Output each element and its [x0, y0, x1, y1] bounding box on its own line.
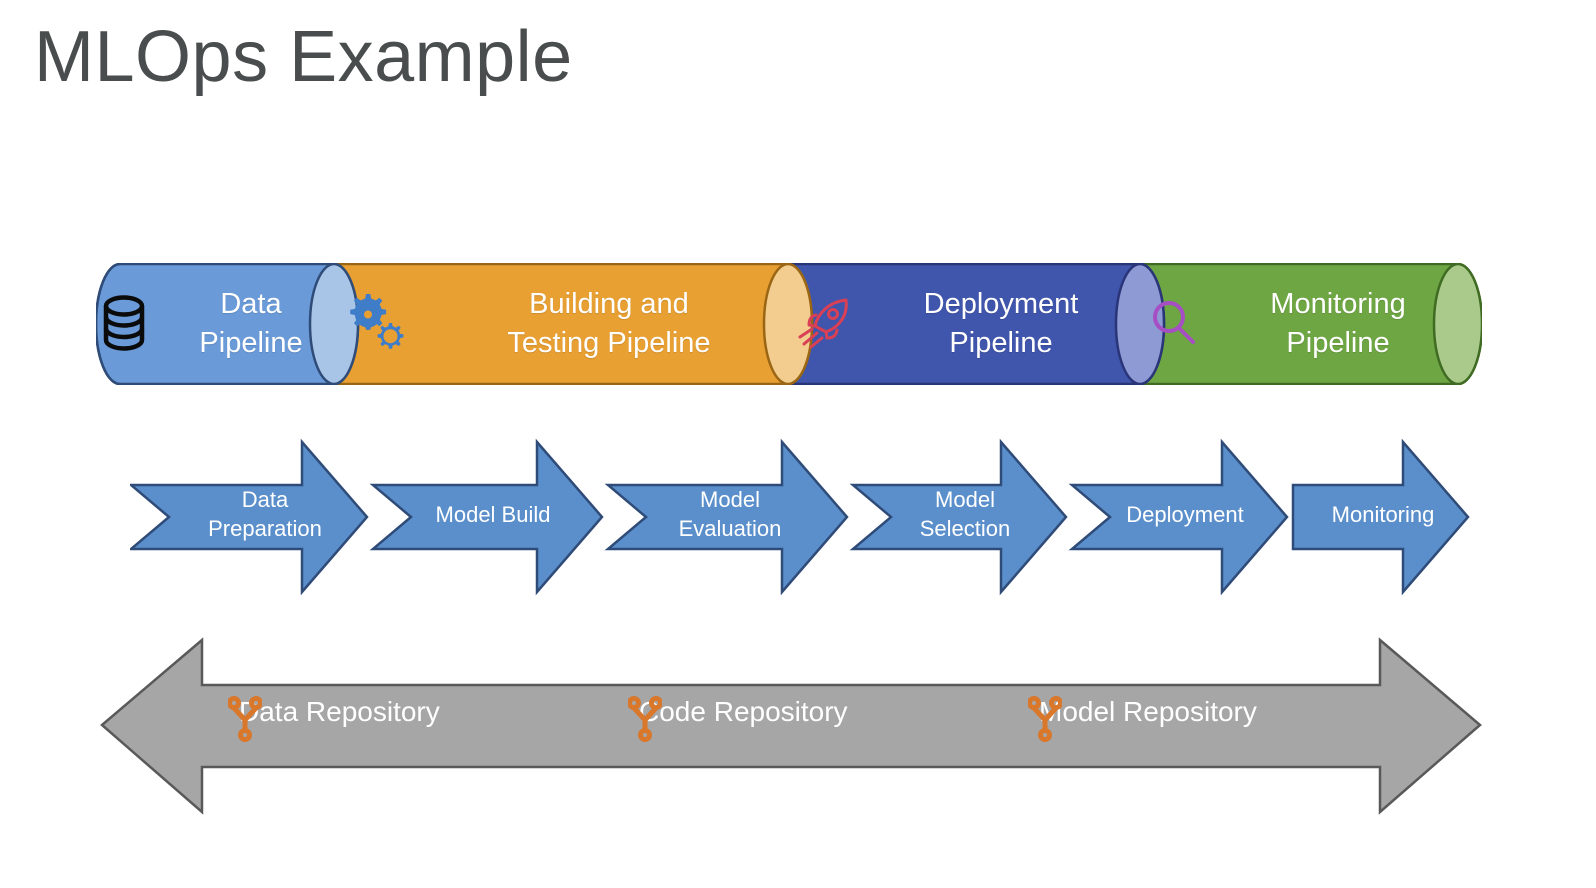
- pipeline-segment-deployment[interactable]: [762, 263, 1166, 385]
- stage-arrows-svg: [130, 438, 1470, 596]
- pipeline-svg: [96, 263, 1482, 385]
- pipeline-segment-data[interactable]: [96, 263, 360, 385]
- stage-arrow-model-build[interactable]: [369, 438, 604, 596]
- repository-label-model: Model Repository: [1039, 696, 1257, 727]
- page-title: MLOps Example: [34, 17, 573, 97]
- stage-arrow-data-preparation[interactable]: [130, 438, 369, 596]
- stage-arrow-monitoring[interactable]: [1291, 438, 1470, 596]
- repository-item-data[interactable]: Data Repository: [228, 696, 440, 742]
- repository-label-code: Code Repository: [639, 696, 848, 727]
- repository-item-code[interactable]: Code Repository: [628, 696, 848, 742]
- stage-arrow-model-evaluation[interactable]: [604, 438, 849, 596]
- stage-arrow-deployment[interactable]: [1068, 438, 1289, 596]
- stage-arrow-model-selection[interactable]: [849, 438, 1068, 596]
- stage-arrow-row: Data Preparation Model Build Model Evalu…: [130, 437, 1470, 597]
- pipeline-segment-monitoring[interactable]: [1114, 263, 1482, 385]
- repository-item-model[interactable]: Model Repository: [1028, 696, 1257, 742]
- repository-label-data: Data Repository: [239, 696, 440, 727]
- repository-arrow-svg[interactable]: [100, 624, 1482, 829]
- repository-bar: Data Repository Code Repository: [100, 624, 1482, 829]
- pipeline-bar: Data Pipeline Building and Testing Pipel…: [96, 263, 1482, 385]
